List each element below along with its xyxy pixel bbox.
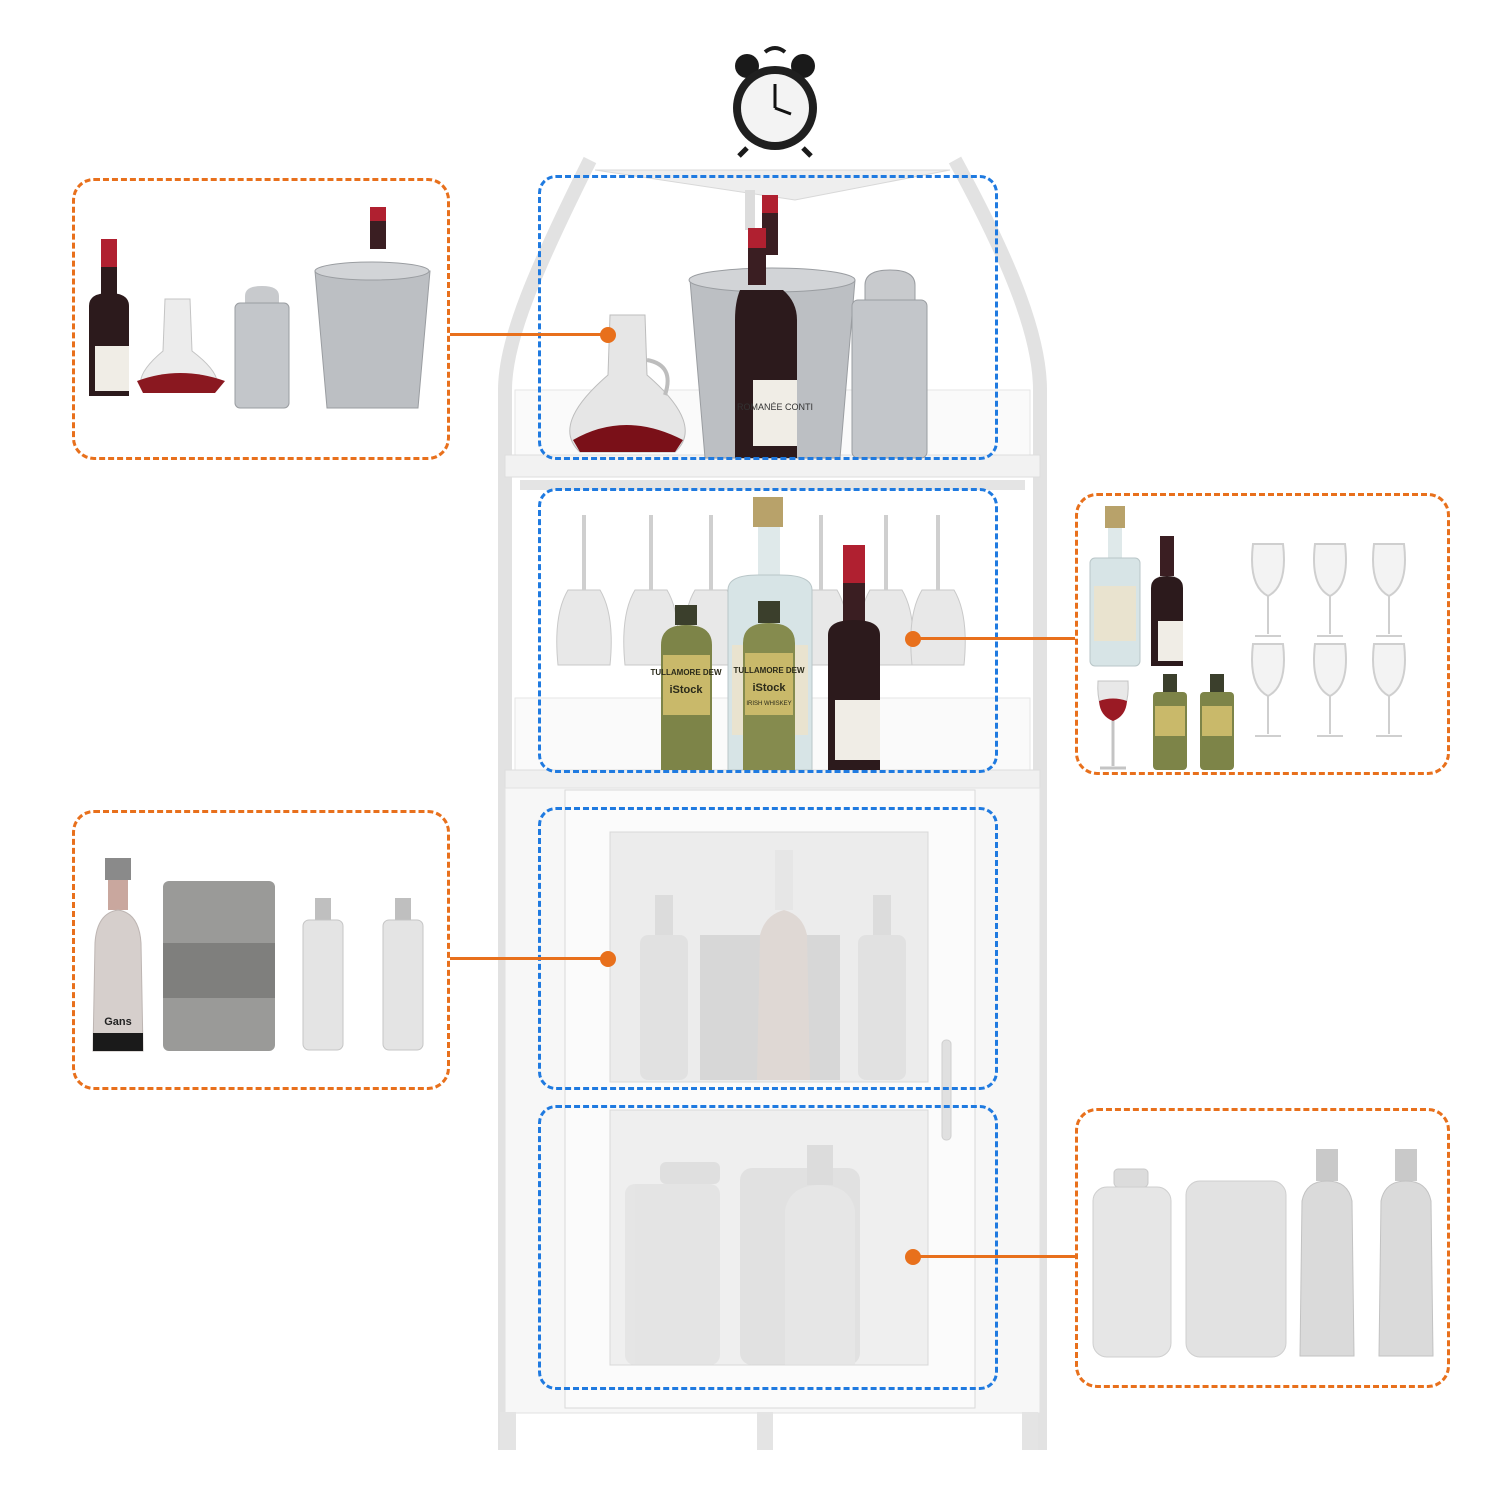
wine-glass-icon xyxy=(1097,680,1129,770)
cocktail-shaker-icon xyxy=(234,286,290,409)
connector-door-lower xyxy=(915,1255,1075,1258)
ice-bucket-icon xyxy=(163,881,275,1051)
bottle-icon: Gans xyxy=(92,858,144,1052)
zone-top-shelf[interactable] xyxy=(538,175,998,460)
whiskey-watermark: iStock xyxy=(752,682,786,694)
shelf-middle-items: TULLAMORE DEW iStock TULLAMORE DEW iStoc… xyxy=(556,497,966,771)
bottle-icon xyxy=(1378,1149,1434,1357)
ice-bucket-icon xyxy=(314,207,431,409)
alarm-clock-icon xyxy=(733,46,817,158)
callout-glass-rack-shelf xyxy=(1075,493,1450,775)
callout-door-lower-items xyxy=(1092,1149,1434,1358)
sparkling-label: Gans xyxy=(104,1016,132,1028)
whiskey-label: TULLAMORE DEW xyxy=(733,666,805,675)
whiskey-watermark: iStock xyxy=(669,684,703,696)
whiskey-label: TULLAMORE DEW xyxy=(650,668,722,677)
decanter-icon xyxy=(569,314,686,453)
connector-top xyxy=(450,333,608,336)
bottle-icon xyxy=(1151,536,1183,666)
callout-door-upper: Gans xyxy=(72,810,450,1090)
bottle-icon xyxy=(1089,506,1141,667)
callout-top-items xyxy=(89,207,431,409)
connector-middle xyxy=(915,637,1075,640)
ice-bucket-icon xyxy=(1185,1180,1287,1358)
wine-glass-icon xyxy=(910,515,966,666)
bottle-icon xyxy=(382,898,424,1051)
connector-dot-middle xyxy=(905,631,921,647)
bottle-icon xyxy=(785,1145,855,1365)
zone-door-upper[interactable] xyxy=(538,807,998,1090)
bottle-icon: ROMANÉE CONTI xyxy=(735,228,813,458)
zone-door-lower[interactable] xyxy=(538,1105,998,1390)
bottle-icon xyxy=(302,898,344,1051)
cocktail-shaker-icon xyxy=(1092,1168,1172,1358)
cocktail-shaker-icon xyxy=(625,1162,720,1365)
bottle-icon xyxy=(858,895,906,1080)
connector-dot-door-upper xyxy=(600,951,616,967)
whiskey-sub: IRISH WHISKEY xyxy=(746,701,791,707)
callout-door-lower xyxy=(1075,1108,1450,1388)
callout-middle-items xyxy=(1089,506,1406,770)
zone-glass-rack-shelf[interactable] xyxy=(538,488,998,773)
cocktail-shaker-icon xyxy=(851,269,928,459)
bottle-icon xyxy=(1299,1149,1355,1357)
wine-glass-icon xyxy=(556,515,612,666)
bottle-icon xyxy=(757,850,810,1080)
bottle-icon xyxy=(1153,674,1187,770)
connector-door-upper xyxy=(450,957,608,960)
callout-top-shelf xyxy=(72,178,450,460)
connector-dot-top xyxy=(600,327,616,343)
bottle-icon xyxy=(640,895,688,1080)
decanter-icon xyxy=(137,298,225,393)
wine-glass-icon xyxy=(1251,543,1406,737)
bottle-icon xyxy=(89,239,129,396)
callout-door-upper-items: Gans xyxy=(92,858,424,1052)
bottle-icon: TULLAMORE DEW iStock xyxy=(650,605,722,770)
wine-label: ROMANÉE CONTI xyxy=(737,402,813,412)
door-upper-items xyxy=(640,850,906,1080)
door-lower-items xyxy=(625,1145,860,1365)
bottle-icon xyxy=(1200,674,1234,770)
connector-dot-door-lower xyxy=(905,1249,921,1265)
bottle-icon xyxy=(828,545,880,770)
bottle-icon: TULLAMORE DEW iStock IRISH WHISKEY xyxy=(733,601,805,770)
